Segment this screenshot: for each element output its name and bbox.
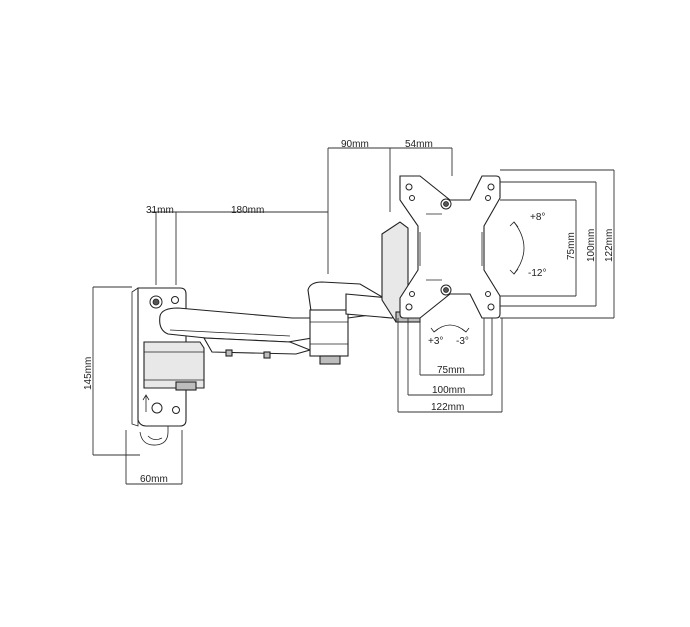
dim-arm-reach: 180mm (231, 205, 264, 216)
dim-arm-offset: 90mm (341, 139, 369, 150)
angle-tilt-down: -12° (528, 268, 546, 279)
vesa-plate (399, 175, 501, 319)
dimension-lines (92, 147, 615, 485)
dim-wall-plate-width: 31mm (146, 205, 174, 216)
dim-base-width: 60mm (140, 474, 168, 485)
wall-pivot (143, 341, 205, 391)
up-arrow-icon (142, 394, 150, 412)
swing-arm (159, 307, 313, 359)
dim-head-depth: 54mm (405, 139, 433, 150)
dim-vesa-large-vertical: 122mm (604, 229, 615, 262)
dim-vesa-small-horizontal: 75mm (437, 365, 465, 376)
dim-vesa-large-horizontal: 122mm (431, 402, 464, 413)
angle-swivel-right: -3° (456, 336, 469, 347)
dim-vesa-mid-vertical: 100mm (586, 229, 597, 262)
dim-vesa-small-vertical: 75mm (566, 232, 577, 260)
swivel-range-arrow (430, 324, 470, 333)
dim-vesa-mid-horizontal: 100mm (432, 385, 465, 396)
tilt-range-arrow (509, 221, 525, 275)
dim-plate-height: 145mm (83, 357, 94, 390)
angle-swivel-left: +3° (428, 336, 443, 347)
angle-tilt-up: +8° (530, 212, 545, 223)
wall-screw-hole-bottom (151, 402, 163, 414)
